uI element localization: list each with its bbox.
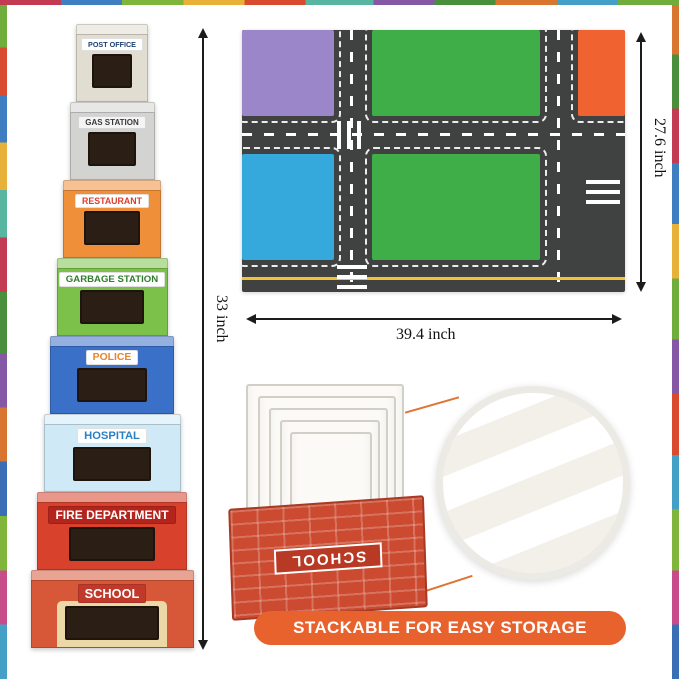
- box-label: HOSPITAL: [77, 428, 147, 444]
- tower-box-police: POLICE: [50, 336, 174, 414]
- box-label: FIRE DEPARTMENT: [48, 506, 176, 524]
- crosswalk-bottom: [337, 263, 367, 289]
- box-front: SCHOOL: [30, 580, 194, 648]
- box-window: [72, 447, 152, 481]
- tower-box-post-office: POST OFFICE: [76, 24, 148, 102]
- road-center-line-horizontal: [242, 133, 625, 136]
- box-window: [80, 290, 144, 324]
- crosswalk-right: [586, 180, 620, 204]
- box-label: POLICE: [85, 350, 139, 365]
- box-front: FIRE DEPARTMENT: [37, 502, 187, 570]
- mat-block-purple: [242, 30, 341, 123]
- box-front: HOSPITAL: [43, 424, 181, 492]
- box-label: GARBAGE STATION: [58, 272, 166, 287]
- collage-edge-top: [0, 0, 679, 5]
- box-front: RESTAURANT: [63, 190, 161, 258]
- mat-width-arrow: [246, 314, 622, 324]
- box-window: [91, 54, 133, 88]
- tower-box-gas-station: GAS STATION: [69, 102, 155, 180]
- box-lid: [56, 258, 168, 268]
- tower-box-fire-department: FIRE DEPARTMENT: [37, 492, 187, 570]
- box-label: RESTAURANT: [75, 194, 149, 208]
- mat-width-label: 39.4 inch: [396, 326, 456, 343]
- box-front: POLICE: [50, 346, 174, 414]
- mat-block-blue: [242, 147, 341, 267]
- tower-box-hospital: HOSPITAL: [43, 414, 181, 492]
- box-lid: [43, 414, 181, 424]
- tower-box-garbage-station: GARBAGE STATION: [56, 258, 168, 336]
- box-label: POST OFFICE: [81, 38, 143, 51]
- box-window: [69, 527, 155, 561]
- road-yellow-line: [242, 277, 625, 280]
- collage-edge-right: [672, 0, 679, 679]
- mat-height-label: 27.6 inch: [651, 118, 668, 178]
- mat-block-green-large: [365, 147, 547, 267]
- mat-height-arrow: [636, 32, 646, 292]
- box-window: [76, 368, 148, 402]
- box-lid: [30, 570, 194, 580]
- box-window: [87, 132, 137, 166]
- box-lid: [50, 336, 174, 346]
- magnifier-circle: [436, 386, 630, 580]
- box-label: GAS STATION: [78, 116, 146, 129]
- box-front: GARBAGE STATION: [56, 268, 168, 336]
- box-lid: [76, 24, 148, 34]
- tower-box-school: SCHOOL: [30, 570, 194, 648]
- tower-height-label: 33 inch: [213, 295, 230, 343]
- mat-block-green-top: [365, 30, 547, 123]
- box-front: GAS STATION: [69, 112, 155, 180]
- tower-height-arrow: [198, 28, 208, 650]
- box-window: [84, 211, 140, 245]
- play-mat: [242, 30, 625, 292]
- box-window: [65, 606, 159, 640]
- road-center-line-vertical-1: [350, 30, 353, 292]
- storage-badge: STACKABLE FOR EASY STORAGE: [254, 611, 626, 645]
- tower-box-restaurant: RESTAURANT: [63, 180, 161, 258]
- box-lid: [69, 102, 155, 112]
- road-center-line-vertical-2: [557, 30, 560, 292]
- storage-box-front: SCHOOL: [228, 495, 428, 621]
- box-label: SCHOOL: [77, 584, 147, 603]
- box-front: POST OFFICE: [76, 34, 148, 102]
- storage-box-label: SCHOOL: [273, 541, 383, 575]
- storage-box: SCHOOL: [228, 384, 436, 622]
- box-lid: [37, 492, 187, 502]
- collage-edge-left: [0, 0, 7, 679]
- mat-block-orange: [571, 30, 625, 123]
- tower: POST OFFICE GAS STATION RESTAURANT GARBAGE …: [20, 24, 204, 648]
- crosswalk-middle: [337, 121, 367, 149]
- box-lid: [63, 180, 161, 190]
